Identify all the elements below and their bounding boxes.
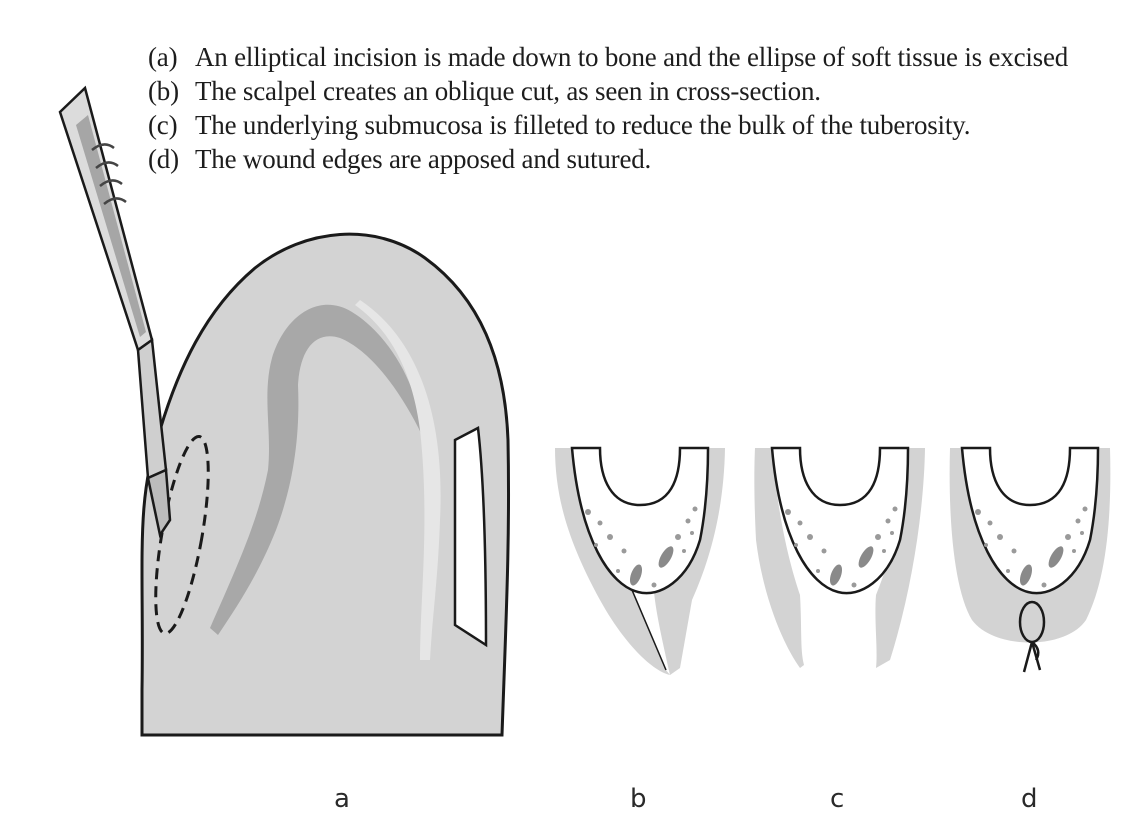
caption-text: The underlying submucosa is filleted to … — [195, 108, 970, 142]
suture-tails — [1024, 642, 1040, 672]
figure-label-c: c — [830, 786, 844, 812]
caption-text: The scalpel creates an oblique cut, as s… — [195, 74, 821, 108]
figure-label-a: a — [334, 786, 350, 812]
figure-a — [142, 234, 509, 735]
figure-c — [754, 448, 925, 668]
caption-a: (a) An elliptical incision is made down … — [148, 40, 1128, 74]
figure-b — [555, 448, 725, 675]
caption-letter: (c) — [148, 108, 195, 142]
caption-letter: (b) — [148, 74, 195, 108]
figure-label-b: b — [630, 786, 647, 812]
scalpel-shaft — [138, 340, 166, 478]
caption-c: (c) The underlying submucosa is filleted… — [148, 108, 1128, 142]
figure-d — [950, 448, 1111, 672]
caption-letter: (d) — [148, 142, 195, 176]
caption-text: The wound edges are apposed and sutured. — [195, 142, 651, 176]
palatal-notch — [455, 428, 486, 645]
caption-d: (d) The wound edges are apposed and sutu… — [148, 142, 1128, 176]
figure-label-d: d — [1021, 786, 1038, 812]
caption-block: (a) An elliptical incision is made down … — [148, 40, 1128, 176]
caption-b: (b) The scalpel creates an oblique cut, … — [148, 74, 1128, 108]
scalpel-handle-groove — [76, 115, 146, 337]
caption-letter: (a) — [148, 40, 195, 74]
caption-text: An elliptical incision is made down to b… — [195, 40, 1068, 74]
